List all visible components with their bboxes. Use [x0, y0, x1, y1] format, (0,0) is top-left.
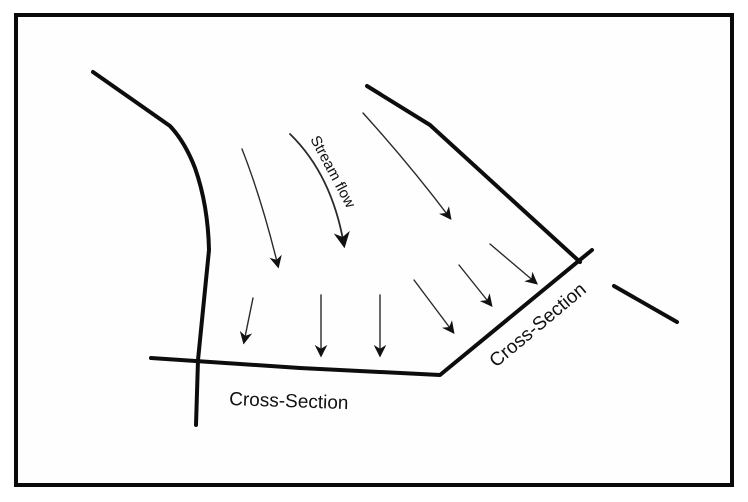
flow-arrow	[239, 297, 254, 345]
flow-arrow	[489, 243, 538, 285]
cross-section-line	[149, 248, 594, 377]
right-bank-lower-line	[612, 284, 679, 324]
left-bank-line	[91, 70, 211, 427]
flow-arrow	[458, 264, 493, 307]
diagram-frame	[14, 13, 734, 487]
flow-arrow	[241, 148, 282, 269]
flow-arrow-main	[289, 133, 350, 249]
right-bank-upper-line	[365, 84, 582, 264]
flow-arrow	[413, 279, 455, 335]
cross-section-bottom-label: Cross-Section	[229, 389, 349, 414]
flow-arrows	[239, 112, 538, 358]
flow-arrow	[362, 112, 452, 221]
